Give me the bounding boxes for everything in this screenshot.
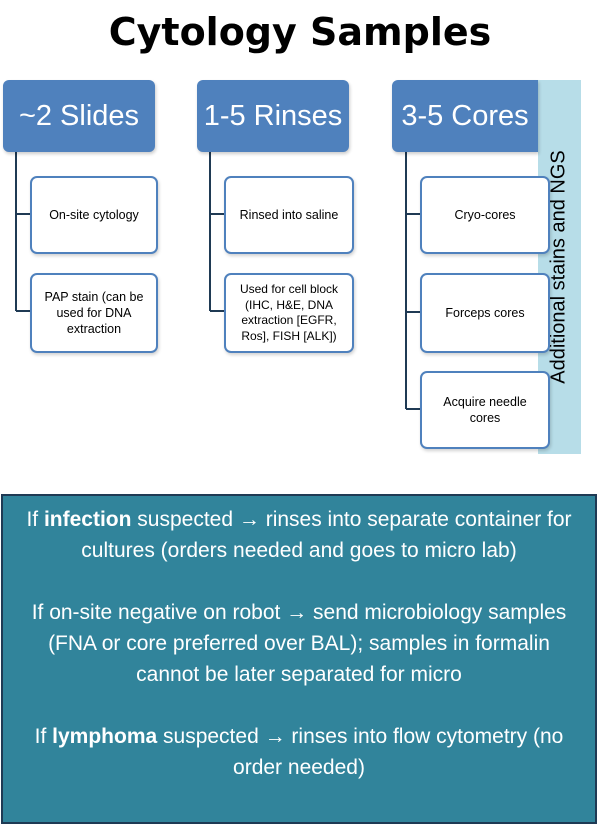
header-slides: ~2 Slides: [3, 80, 155, 152]
item-cryo-cores: Cryo-cores: [420, 176, 550, 254]
item-onsite-cytology: On-site cytology: [30, 176, 158, 254]
side-label: Additional stains and NGS: [547, 150, 570, 384]
note-lymphoma: If lymphoma suspected → rinses into flow…: [34, 725, 564, 779]
item-needle-cores: Acquire needle cores: [420, 371, 550, 449]
item-pap-stain: PAP stain (can be used for DNA extractio…: [30, 273, 158, 353]
notes-box: If infection suspected → rinses into sep…: [1, 494, 597, 824]
header-cores: 3-5 Cores: [392, 80, 538, 152]
diagram-title: Cytology Samples: [108, 10, 492, 54]
item-forceps-cores: Forceps cores: [420, 273, 550, 353]
item-rinsed-saline: Rinsed into saline: [224, 176, 354, 254]
note-infection: If infection suspected → rinses into sep…: [26, 508, 572, 562]
header-rinses: 1-5 Rinses: [197, 80, 349, 152]
item-cell-block: Used for cell block (IHC, H&E, DNA extra…: [224, 273, 354, 353]
note-onsite-negative: If on-site negative on robot → send micr…: [31, 601, 567, 686]
